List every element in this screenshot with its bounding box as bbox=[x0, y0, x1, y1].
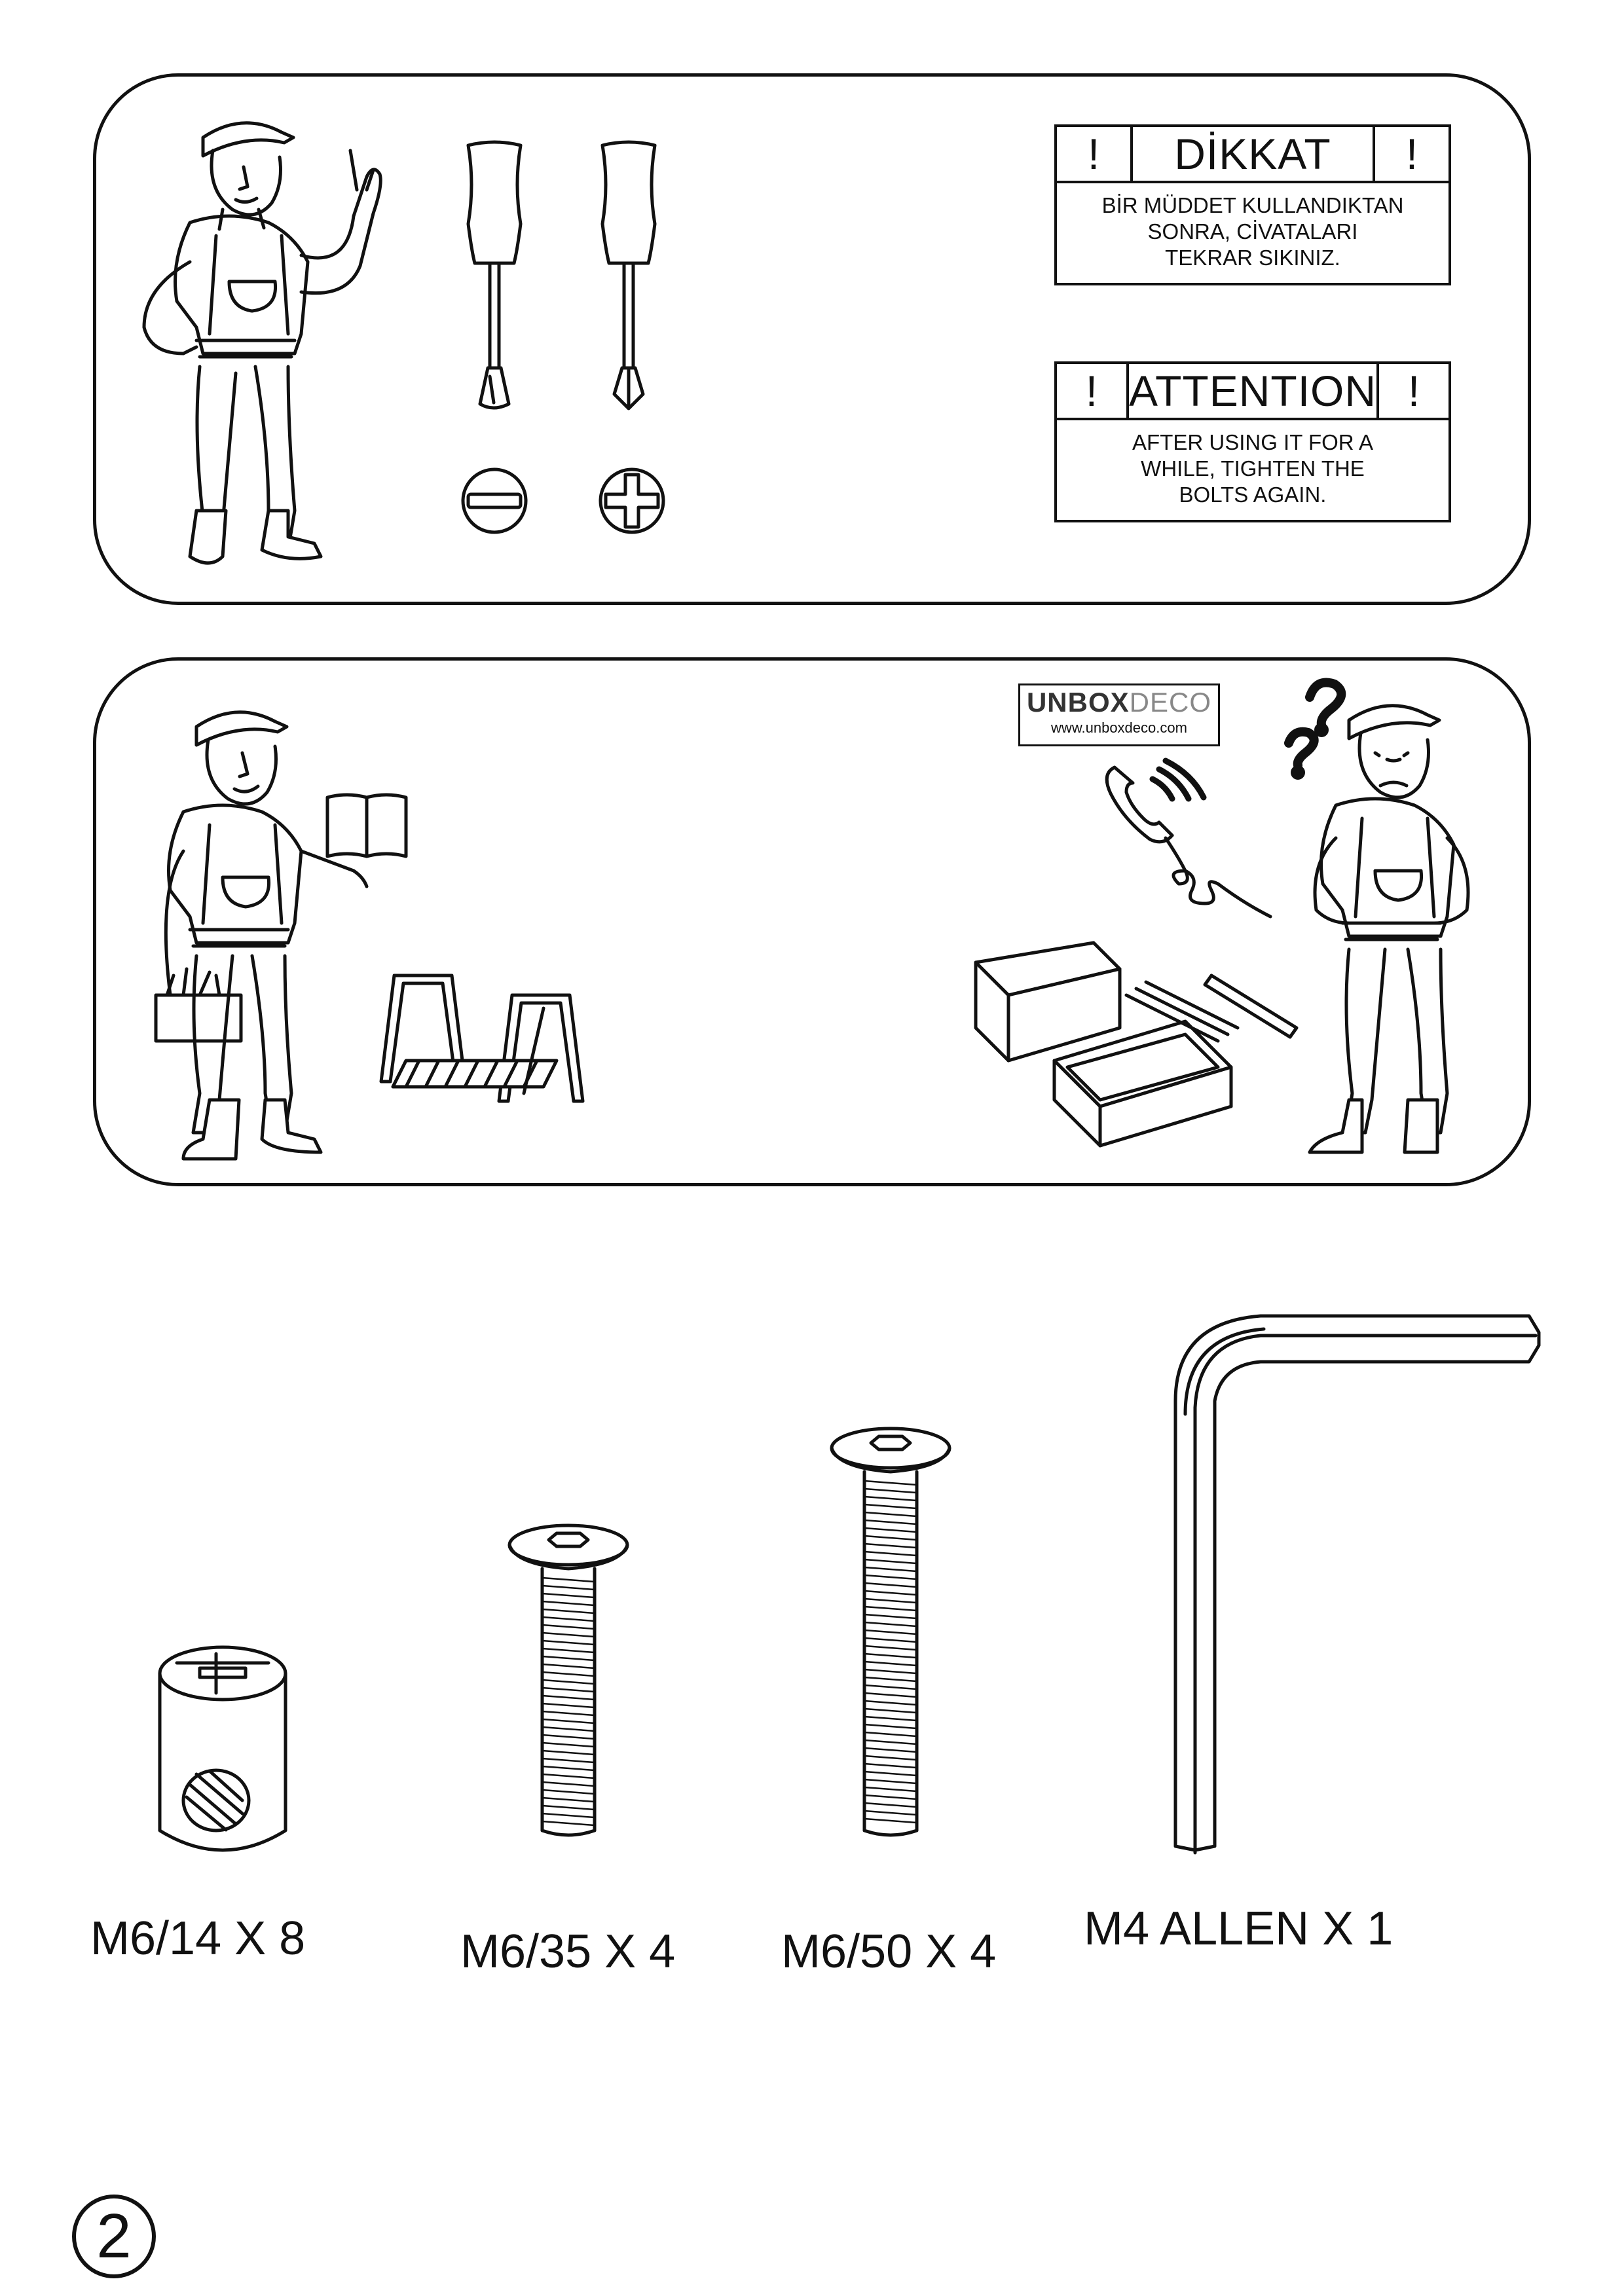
part-label-cam-nut: M6/14 X 8 bbox=[90, 1912, 306, 1965]
warning-text: AFTER USING IT FOR A WHILE, TIGHTEN THE … bbox=[1057, 420, 1449, 508]
part-label-bolt-long: M6/50 X 4 bbox=[781, 1925, 997, 1978]
minus-icon bbox=[461, 467, 528, 534]
warning-line: BOLTS AGAIN. bbox=[1179, 483, 1327, 507]
question-mark-icon bbox=[1284, 678, 1346, 780]
worker-confused-figure bbox=[1308, 704, 1470, 1154]
warning-line: WHILE, TIGHTEN THE bbox=[1141, 456, 1365, 481]
warning-line: SONRA, CİVATALARI bbox=[1147, 219, 1358, 244]
flat-screwdriver bbox=[466, 140, 523, 410]
brand-name: UNBOXDECO bbox=[1020, 685, 1218, 720]
exclamation-icon: ! bbox=[1373, 127, 1449, 181]
plus-icon bbox=[599, 467, 665, 534]
brand-name-light: DECO bbox=[1129, 687, 1212, 718]
warning-box-english: ! ATTENTION ! AFTER USING IT FOR A WHILE… bbox=[1054, 361, 1451, 522]
bolt-short-part bbox=[507, 1523, 629, 1837]
page-number: 2 bbox=[72, 2195, 156, 2278]
warning-header: ! ATTENTION ! bbox=[1057, 364, 1449, 420]
cam-nut-part bbox=[158, 1645, 287, 1852]
warning-line: TEKRAR SIKINIZ. bbox=[1165, 246, 1340, 270]
exclamation-icon: ! bbox=[1376, 364, 1449, 418]
warning-box-turkish: ! DİKKAT ! BİR MÜDDET KULLANDIKTAN SONRA… bbox=[1054, 124, 1451, 285]
brand-name-bold: UNBOX bbox=[1026, 687, 1130, 718]
worker-reading-manual-figure bbox=[154, 710, 408, 1161]
disassembled-parts bbox=[974, 941, 1299, 1148]
bolt-long-part bbox=[830, 1427, 951, 1837]
phillips-screwdriver bbox=[600, 140, 657, 410]
warning-title: DİKKAT bbox=[1174, 130, 1331, 178]
warning-title: ATTENTION bbox=[1128, 367, 1377, 415]
assembled-stool bbox=[379, 974, 585, 1103]
brand-logo: UNBOXDECO www.unboxdeco.com bbox=[1018, 683, 1220, 746]
warning-line: AFTER USING IT FOR A bbox=[1132, 430, 1373, 454]
part-label-bolt-short: M6/35 X 4 bbox=[460, 1925, 676, 1978]
warning-text: BİR MÜDDET KULLANDIKTAN SONRA, CİVATALAR… bbox=[1057, 183, 1449, 271]
part-label-allen-key: M4 ALLEN X 1 bbox=[1084, 1903, 1393, 1955]
warning-header: ! DİKKAT ! bbox=[1057, 127, 1449, 183]
exclamation-icon: ! bbox=[1057, 127, 1133, 181]
allen-key-part bbox=[1173, 1314, 1541, 1855]
exclamation-icon: ! bbox=[1057, 364, 1129, 418]
worker-pointing-figure bbox=[142, 121, 382, 565]
phone-icon bbox=[1105, 757, 1272, 919]
warning-line: BİR MÜDDET KULLANDIKTAN bbox=[1101, 193, 1404, 217]
brand-url: www.unboxdeco.com bbox=[1051, 720, 1187, 736]
